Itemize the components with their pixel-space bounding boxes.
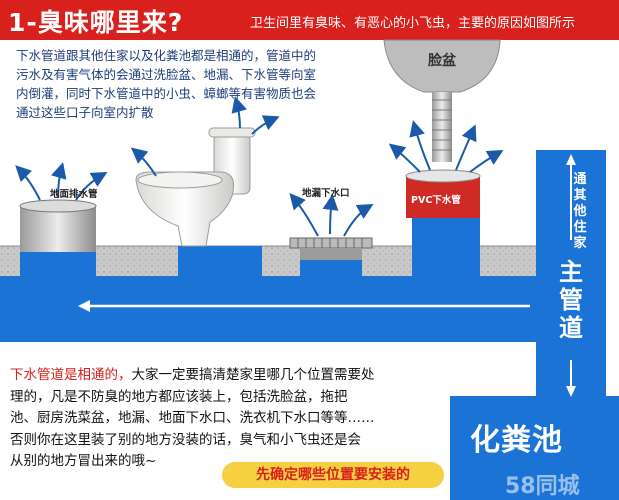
header-bar: 1-臭味哪里来? 卫生间里有臭味、有恶心的小飞虫，主要的原因如图所示 [0,0,619,40]
intro-line: 下水管道跟其他住家以及化粪池都是相通的，管道中的 [16,48,317,63]
page-subtitle: 卫生间里有臭味、有恶心的小飞虫，主要的原因如图所示 [250,16,576,31]
bottom-line: 池、厨房洗菜盆，地漏、地面下水口、洗衣机下水口等等…… [10,410,375,426]
washbasin-label: 脸盆 [428,53,456,69]
floor-drain-pipe-shape [20,206,96,252]
bottom-line: 从别的地方冒出来的哦~ [10,453,157,469]
floor-drain-pipe-label: 地面排水管 [50,189,98,200]
main-pipe-label: 主管道 [559,258,583,342]
washbasin-icon [383,39,501,162]
bottom-line: 下水管道是相通的，大家一定要搞清楚家里哪几个位置需要处 [10,365,455,387]
drain-pipe [0,216,516,342]
bottom-highlight: 下水管道是相通的， [10,367,132,383]
floor-drain-grate-icon [289,237,373,260]
intro-line: 通过这些口子向室内扩散 [16,105,154,120]
page-title: 1-臭味哪里来? [8,8,184,37]
other-homes-label: 通其他住家 [573,172,587,251]
pvc-pipe-label: PVC下水管 [411,195,461,206]
pvc-pipe-shape [406,176,480,218]
bottom-line: 否则你在这里装了别的地方没装的话，臭气和小飞虫还是会 [10,431,361,448]
cta-badge: 先确定哪些位置要安装的 [222,462,444,488]
bottom-paragraph: 下水管道是相通的，大家一定要搞清楚家里哪几个位置需要处 理的，凡是不防臭的地方都… [10,365,455,473]
toilet-icon [135,127,256,247]
floor-drain-outlet-label: 地漏下水口 [302,188,350,199]
bottom-line: 理的，凡是不防臭的地方都应该装上，包括洗脸盆，拖把 [10,388,348,405]
intro-line: 污水及有害气体的会通过洗脸盆、地漏、下水管等向室 [16,67,317,82]
septic-tank-shape [450,396,619,500]
watermark: 58同城 [505,474,580,499]
septic-tank-label: 化粪池 [470,423,563,458]
odor-arrows [15,96,504,237]
bottom-line-text: 大家一定要搞清楚家里哪几个位置需要处 [131,367,375,383]
